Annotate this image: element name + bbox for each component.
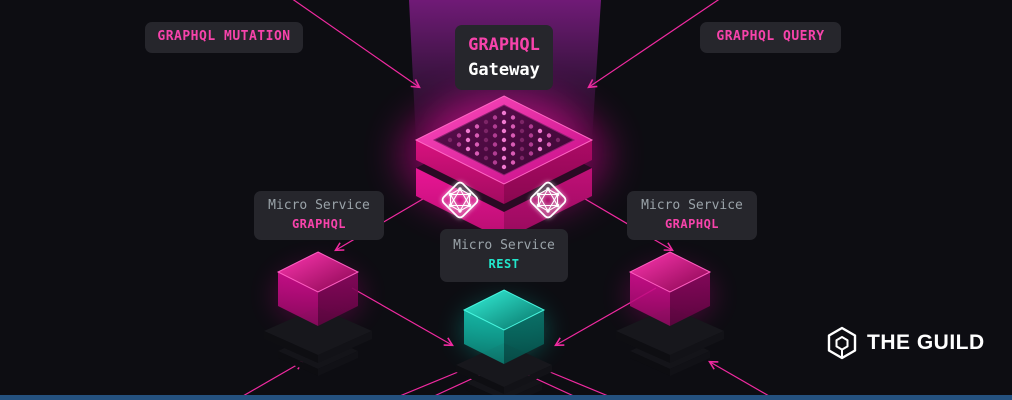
right-cube-base-plates [616, 307, 724, 376]
gateway-dot [474, 133, 480, 138]
gateway-dot [501, 155, 507, 161]
graphql-query-label: GRAPHQL QUERY [700, 22, 841, 53]
gateway-dot [501, 164, 507, 170]
gateway-dot [465, 128, 471, 134]
gateway-dot [510, 133, 516, 138]
bottom-left-edge-line [235, 360, 304, 400]
center-cube-right-face [504, 310, 544, 364]
gateway-dot [546, 142, 552, 147]
gateway-dot [510, 142, 516, 147]
guild-hexagon-icon [827, 326, 857, 360]
graphql-gateway-label: GRAPHQL Gateway [455, 25, 553, 90]
gateway-dot [501, 137, 507, 143]
query-to-gateway-line [587, 0, 720, 89]
mutation-to-gateway-line [292, 0, 421, 89]
left-cube-base-plates [264, 307, 372, 376]
gateway-dot [501, 128, 507, 134]
micro-service-left-line1: Micro Service [268, 198, 370, 214]
gateway-label-line1: GRAPHQL [468, 34, 540, 55]
left-service-cube [264, 251, 372, 376]
guild-wordmark: THE GUILD [867, 331, 985, 354]
gateway-dot [465, 146, 471, 152]
right-cube-left-face [630, 272, 670, 326]
micro-service-rest-line2: REST [488, 257, 520, 272]
gateway-dot [492, 160, 498, 165]
gateway-dot [528, 142, 534, 147]
gateway-dot [528, 124, 534, 129]
center-cube-base-plates [456, 343, 552, 400]
gateway-label-line2: Gateway [468, 59, 540, 80]
gateway-dot [528, 133, 534, 138]
gateway-dot [492, 124, 498, 129]
graphql-mutation-label: GRAPHQL MUTATION [145, 22, 303, 53]
the-guild-brand: THE GUILD [826, 326, 985, 360]
gateway-dot [492, 115, 498, 120]
gateway-dot [483, 119, 489, 125]
gateway-to-right-service-line [579, 195, 674, 252]
gateway-dot [474, 124, 480, 129]
left-cube-right-face [318, 272, 358, 326]
gateway-dot [492, 133, 498, 138]
gateway-dot [519, 146, 525, 152]
gateway-dot [528, 151, 534, 156]
right-cube-right-face [670, 272, 710, 326]
gateway-dot [483, 137, 489, 143]
micro-service-right-line1: Micro Service [641, 198, 743, 214]
gateway-dot [537, 146, 543, 152]
gateway-dot [456, 142, 462, 147]
gateway-dot [510, 124, 516, 129]
micro-service-right-line2: GRAPHQL [664, 217, 720, 232]
micro-service-rest-line1: Micro Service [453, 238, 555, 254]
left-cube-top-face [276, 251, 360, 293]
bottom-diamond-outline [428, 363, 580, 400]
gateway-dot [483, 128, 489, 134]
gateway-dot-grid [447, 110, 561, 170]
graphql-mutation-text: GRAPHQL MUTATION [157, 29, 291, 45]
gateway-dot [537, 137, 543, 143]
gateway-dot [519, 155, 525, 161]
gateway-dot [447, 137, 453, 143]
gateway-dot [501, 110, 507, 116]
left-cube-left-face [278, 272, 318, 326]
gateway-dot [483, 146, 489, 152]
gateway-dot [483, 155, 489, 161]
gateway-dot [492, 142, 498, 147]
gateway-dot [510, 160, 516, 165]
gateway-cube [414, 95, 594, 240]
gateway-dot [492, 151, 498, 156]
gateway-dot [546, 133, 552, 138]
right-cube-top-face [628, 251, 712, 293]
center-cube-left-face [464, 310, 504, 364]
gateway-dot [519, 137, 525, 143]
micro-service-right-label: Micro Service GRAPHQL [627, 191, 757, 240]
graphql-query-text: GRAPHQL QUERY [716, 29, 825, 45]
gateway-dot [510, 115, 516, 120]
micro-service-rest-label: Micro Service REST [440, 229, 568, 282]
gateway-dot [510, 151, 516, 156]
gateway-dot [519, 119, 525, 125]
gateway-top-left-face [416, 140, 504, 204]
right-service-cube [616, 251, 724, 376]
left-to-center-service-line [351, 287, 454, 347]
gateway-dot [474, 151, 480, 156]
gateway-dot [465, 137, 471, 143]
bottom-accent-strip [0, 395, 1012, 400]
gateway-base-left-face [416, 168, 504, 240]
gateway-dot [537, 128, 543, 134]
gateway-dot [456, 133, 462, 138]
gateway-base-right-face [504, 168, 592, 240]
micro-service-left-line2: GRAPHQL [291, 217, 347, 232]
center-cube-top-face [462, 289, 546, 331]
bottom-right-edge-line [708, 360, 777, 400]
gateway-dot [501, 119, 507, 125]
gateway-top-right-face [504, 140, 592, 204]
gateway-dot [501, 146, 507, 152]
center-service-cube [456, 289, 552, 400]
gateway-dot [519, 128, 525, 134]
micro-service-left-label: Micro Service GRAPHQL [254, 191, 384, 240]
gateway-dot [555, 137, 561, 143]
gateway-dot [474, 142, 480, 147]
